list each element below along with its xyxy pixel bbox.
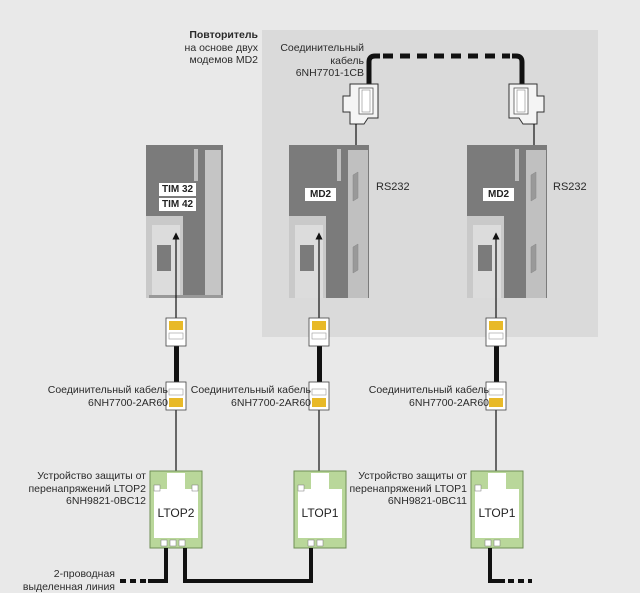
ltop2-description: Устройство защиты от перенапряжений LTOP…: [10, 470, 146, 508]
ltop1-description: Устройство защиты от перенапряжений LTOP…: [330, 470, 467, 508]
cable-label-1-part-number: 6NH7700-2AR60: [30, 397, 168, 410]
db9-connector-left: [343, 84, 378, 124]
cable-label-2: Соединительный кабель 6NH7700-2AR60: [172, 384, 311, 409]
cable-label-3: Соединительный кабель 6NH7700-2AR60: [350, 384, 489, 409]
cable-label-1: Соединительный кабель 6NH7700-2AR60: [30, 384, 168, 409]
md2-module-left: [289, 145, 369, 298]
ltop2-part-number: 6NH9821-0BC12: [10, 495, 146, 508]
ltop2-desc-line2: перенапряжений LTOP2: [10, 483, 146, 496]
ltop2-desc-line1: Устройство защиты от: [10, 470, 146, 483]
tim-module: [146, 145, 223, 298]
cable-label-3-part-number: 6NH7700-2AR60: [350, 397, 489, 410]
db9-connector-right: [509, 84, 544, 124]
tim42-label: TIM 42: [159, 198, 196, 211]
ltop1-part-number: 6NH9821-0BC11: [330, 495, 467, 508]
cable-label-2-part-number: 6NH7700-2AR60: [172, 397, 311, 410]
md2-module-right: [467, 145, 547, 298]
repeater-label: Повторитель на основе двух модемов MD2: [150, 29, 258, 67]
cable-label-3-line1: Соединительный кабель: [350, 384, 489, 397]
rs232-label-right: RS232: [553, 181, 587, 194]
repeater-subtitle-2: модемов MD2: [150, 54, 258, 67]
rs232-label-left: RS232: [376, 181, 410, 194]
ltop1-name-middle: LTOP1: [298, 506, 342, 520]
serial-cable-label: Соединительный кабель 6NH7701-1CB: [262, 42, 364, 80]
tim32-label: TIM 32: [159, 183, 196, 196]
cable-label-2-line1: Соединительный кабель: [172, 384, 311, 397]
serial-cable-label-line1: Соединительный: [262, 42, 364, 55]
ltop1-desc-line1: Устройство защиты от: [330, 470, 467, 483]
left-leased-line-label-2: выделенная линия: [10, 581, 115, 593]
md2-label-right: MD2: [483, 188, 514, 201]
left-leased-line-label: 2-проводная выделенная линия: [10, 568, 115, 593]
tim-labels: TIM 32 TIM 42: [159, 183, 196, 211]
serial-cable-label-line2: кабель: [262, 55, 364, 68]
repeater-subtitle-1: на основе двух: [150, 42, 258, 55]
left-leased-line-label-1: 2-проводная: [10, 568, 115, 581]
serial-cable-part-number: 6NH7701-1CB: [262, 67, 364, 80]
ltop2-name: LTOP2: [154, 506, 198, 520]
serial-cable: [369, 56, 522, 85]
ltop1-name-right: LTOP1: [475, 506, 519, 520]
cable-label-1-line1: Соединительный кабель: [30, 384, 168, 397]
md2-label-left: MD2: [305, 188, 336, 201]
ltop1-desc-line2: перенапряжений LTOP1: [330, 483, 467, 496]
repeater-title: Повторитель: [150, 29, 258, 42]
